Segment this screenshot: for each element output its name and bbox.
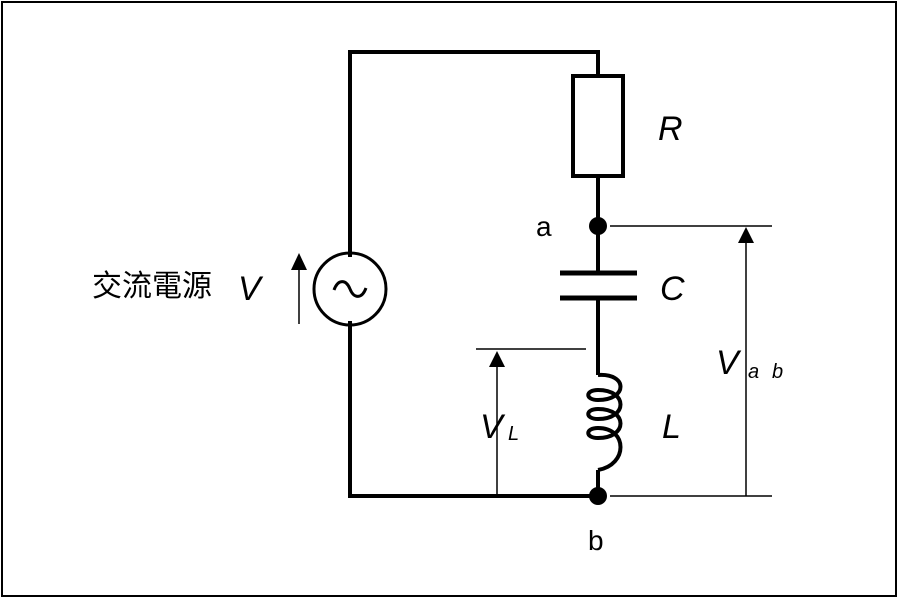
ac-source-circle xyxy=(312,251,388,327)
vab-label-main: V xyxy=(716,344,739,382)
node-b-label: b xyxy=(588,525,604,556)
capacitor-label: C xyxy=(660,270,685,308)
source-arrow-icon xyxy=(291,253,307,270)
inductor-label: L xyxy=(662,408,681,446)
vl-arrow-icon xyxy=(489,351,505,367)
node-a-dot xyxy=(589,217,607,235)
vab-label-sub-b: b xyxy=(772,361,784,383)
node-b-dot xyxy=(589,487,607,505)
resistor-label: R xyxy=(658,110,683,148)
source-voltage-symbol: V xyxy=(238,270,261,308)
node-a-label: a xyxy=(536,211,552,242)
source-label: 交流電源 xyxy=(92,269,212,304)
vab-label-sub-a: a xyxy=(748,361,760,383)
resistor-symbol xyxy=(571,74,625,178)
wire-top xyxy=(348,50,600,257)
inductor-coil xyxy=(586,372,623,472)
ac-sine-icon xyxy=(332,280,368,298)
wire-left-bottom xyxy=(348,321,598,498)
vl-label-sub: L xyxy=(508,423,520,445)
vab-arrow-icon xyxy=(738,227,754,243)
vl-label-main: V xyxy=(480,408,503,446)
